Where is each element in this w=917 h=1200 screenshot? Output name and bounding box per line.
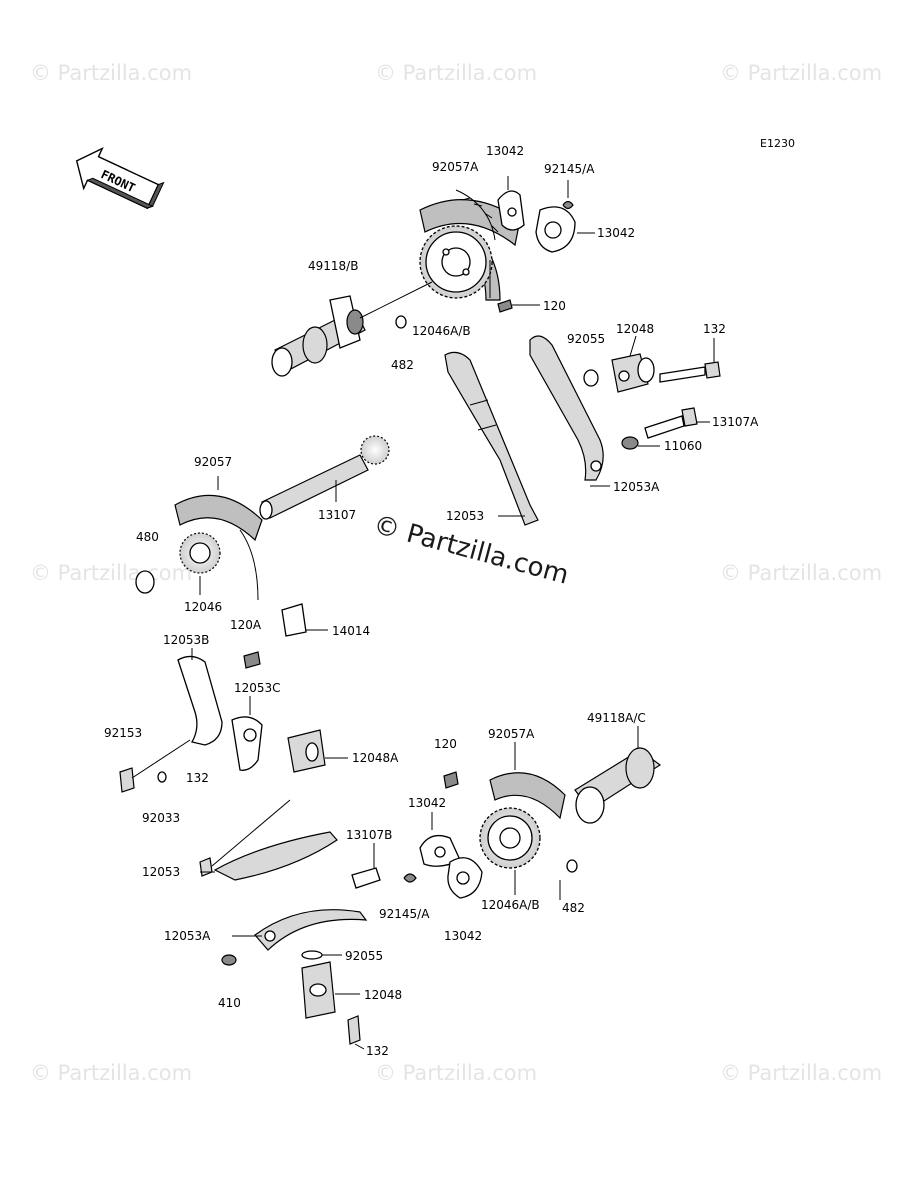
- label-92145a-low: 92145/A: [379, 907, 430, 921]
- label-12046: 12046: [184, 600, 222, 614]
- washer-482-low: [559, 859, 578, 900]
- camshaft-top: [271, 281, 433, 377]
- bracket-14014: [281, 603, 328, 637]
- watermark-mr: © Partzilla.com: [720, 561, 882, 585]
- diagram-code: E1230: [760, 137, 795, 150]
- front-arrow-icon: FRONT: [75, 147, 165, 210]
- washer-11060: [621, 436, 660, 450]
- cam-sprocket-low: [479, 807, 541, 895]
- shaft-13107: [259, 435, 390, 520]
- label-92033: 92033: [142, 811, 180, 825]
- label-92145a-top: 92145/A: [544, 162, 595, 176]
- label-92057a-top: 92057A: [432, 160, 479, 174]
- bolt-120-low: [443, 771, 459, 789]
- label-13107a: 13107A: [712, 415, 759, 429]
- cam-plate-top-b: [535, 206, 595, 253]
- clip-480: [135, 570, 155, 594]
- label-49118ac: 49118A/C: [587, 711, 646, 725]
- label-92153: 92153: [104, 726, 142, 740]
- label-14014: 14014: [332, 624, 370, 638]
- label-132-mid: 132: [186, 771, 209, 785]
- watermarks: © Partzilla.com © Partzilla.com © Partzi…: [30, 61, 882, 1085]
- watermark-tc: © Partzilla.com: [375, 61, 537, 85]
- cam-plate-low-a: [419, 812, 461, 867]
- chain-guide-12053a-low: [232, 909, 368, 951]
- label-12053a-top: 12053A: [613, 480, 660, 494]
- watermark-bc: © Partzilla.com: [375, 1061, 537, 1085]
- label-13107b: 13107B: [346, 828, 392, 842]
- label-12053-top: 12053: [446, 509, 484, 523]
- watermark-br: © Partzilla.com: [720, 1061, 882, 1085]
- spring-92145-top: [562, 180, 574, 210]
- label-12053-low: 12053: [142, 865, 180, 879]
- label-12053a-low: 12053A: [164, 929, 211, 943]
- watermark-tl: © Partzilla.com: [30, 61, 192, 85]
- label-12046ab-low: 12046A/B: [481, 898, 540, 912]
- part-labels: 92057A 13042 92145/A 13042 49118/B 120 1…: [104, 144, 759, 1058]
- chain-guide-12053-top: [444, 351, 539, 526]
- label-13042-top-a: 13042: [486, 144, 524, 158]
- bolt-13107a: [644, 407, 710, 439]
- label-12053c: 12053C: [234, 681, 281, 695]
- watermark-bl: © Partzilla.com: [30, 1061, 192, 1085]
- tensioner-12048-top: [611, 335, 655, 393]
- cam-plate-top-a: [497, 176, 525, 231]
- cam-sprocket-top: [419, 225, 493, 299]
- o-ring-92055-top: [583, 369, 599, 387]
- label-482-low: 482: [562, 901, 585, 915]
- label-12048-low: 12048: [364, 988, 402, 1002]
- guide-12053c: [231, 696, 263, 771]
- cam-chain-low: [489, 742, 566, 820]
- bolt-13107b: [351, 843, 381, 889]
- label-13042-top-b: 13042: [597, 226, 635, 240]
- guide-12053b: [177, 648, 223, 746]
- bolt-92153: [119, 739, 191, 793]
- label-92055-top: 92055: [567, 332, 605, 346]
- label-13042-low-b: 13042: [444, 929, 482, 943]
- label-120a: 120A: [230, 618, 262, 632]
- bolt-132-top: [659, 338, 721, 383]
- watermark-ml: © Partzilla.com: [30, 561, 192, 585]
- bolt-120-top: [489, 260, 540, 313]
- label-13042-low-a: 13042: [408, 796, 446, 810]
- watermark-tr: © Partzilla.com: [720, 61, 882, 85]
- washer-92033: [157, 771, 167, 783]
- label-92057: 92057: [194, 455, 232, 469]
- camshaft-low: [574, 726, 662, 824]
- label-480: 480: [136, 530, 159, 544]
- bolt-132-low: [347, 1015, 365, 1050]
- tensioner-12048-low: [301, 961, 360, 1019]
- o-ring-92055-low: [301, 950, 342, 960]
- label-92055-low: 92055: [345, 949, 383, 963]
- crank-sprocket-12046: [179, 532, 221, 595]
- label-49118b: 49118/B: [308, 259, 358, 273]
- label-120-low: 120: [434, 737, 457, 751]
- label-12053b: 12053B: [163, 633, 209, 647]
- washer-482-top: [395, 315, 407, 329]
- chain-guide-12053-low: [200, 831, 338, 881]
- label-410: 410: [218, 996, 241, 1010]
- label-12048a: 12048A: [352, 751, 399, 765]
- label-120-top: 120: [543, 299, 566, 313]
- label-12048-top: 12048: [616, 322, 654, 336]
- washer-410: [221, 954, 237, 966]
- tensioner-12048a: [287, 729, 348, 773]
- label-11060: 11060: [664, 439, 702, 453]
- chain-guide-12053a-top: [529, 335, 610, 487]
- spring-92145-low: [403, 873, 417, 883]
- label-92057a-low: 92057A: [488, 727, 535, 741]
- label-13107: 13107: [318, 508, 356, 522]
- crank-chain-92057: [174, 476, 263, 601]
- cam-plate-low-b: [447, 857, 483, 899]
- label-132-top: 132: [703, 322, 726, 336]
- bolt-120a: [243, 651, 261, 669]
- label-12046ab-top: 12046A/B: [412, 324, 471, 338]
- label-132-low: 132: [366, 1044, 389, 1058]
- label-482-top: 482: [391, 358, 414, 372]
